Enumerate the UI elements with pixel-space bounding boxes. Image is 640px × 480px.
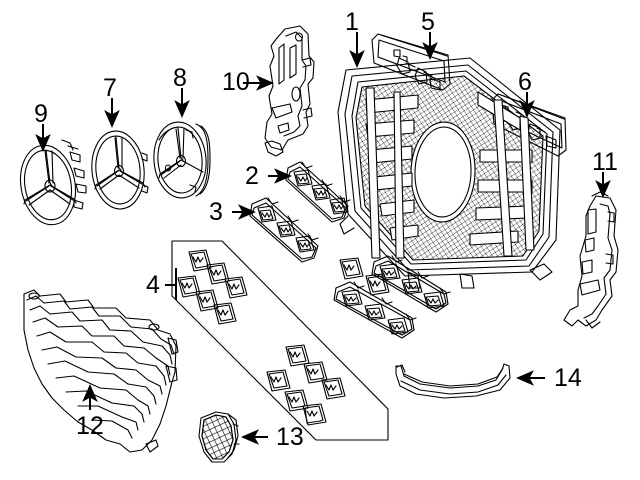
callout-number-9: 9: [34, 100, 48, 128]
part-louver-strip-right-lower: [333, 281, 417, 339]
part-lower-grille-slats: [23, 289, 179, 453]
callout-number-5: 5: [421, 8, 435, 36]
part-trim-molding: [395, 363, 511, 399]
part-louver-strip-right-upper: [371, 255, 451, 313]
part-mesh-insert: [198, 411, 240, 463]
callout-number-4: 4: [146, 271, 160, 299]
part-insert-box: [171, 240, 390, 441]
part-star-emblem-base: [19, 139, 87, 226]
part-star-emblem-standing: [91, 130, 149, 210]
callout-number-10: 10: [222, 68, 250, 96]
callout-number-3: 3: [209, 198, 223, 226]
callout-number-7: 7: [103, 74, 117, 102]
callout-number-12: 12: [76, 412, 104, 440]
callout-number-14: 14: [554, 364, 582, 392]
callout-number-8: 8: [173, 64, 187, 92]
part-grille-side-bracket-left: [264, 25, 315, 157]
callout-number-2: 2: [245, 162, 259, 190]
callout-number-1: 1: [345, 8, 359, 36]
callout-number-13: 13: [276, 423, 304, 451]
part-louver-strip-3: [249, 197, 319, 263]
callout-number-6: 6: [518, 68, 532, 96]
part-grille-side-bracket-right: [563, 191, 619, 329]
part-star-emblem-mount: [153, 121, 211, 199]
part-louver-strip-2: [285, 161, 351, 223]
callout-number-11: 11: [592, 148, 618, 176]
part-radiator-grille-main: [337, 57, 561, 289]
